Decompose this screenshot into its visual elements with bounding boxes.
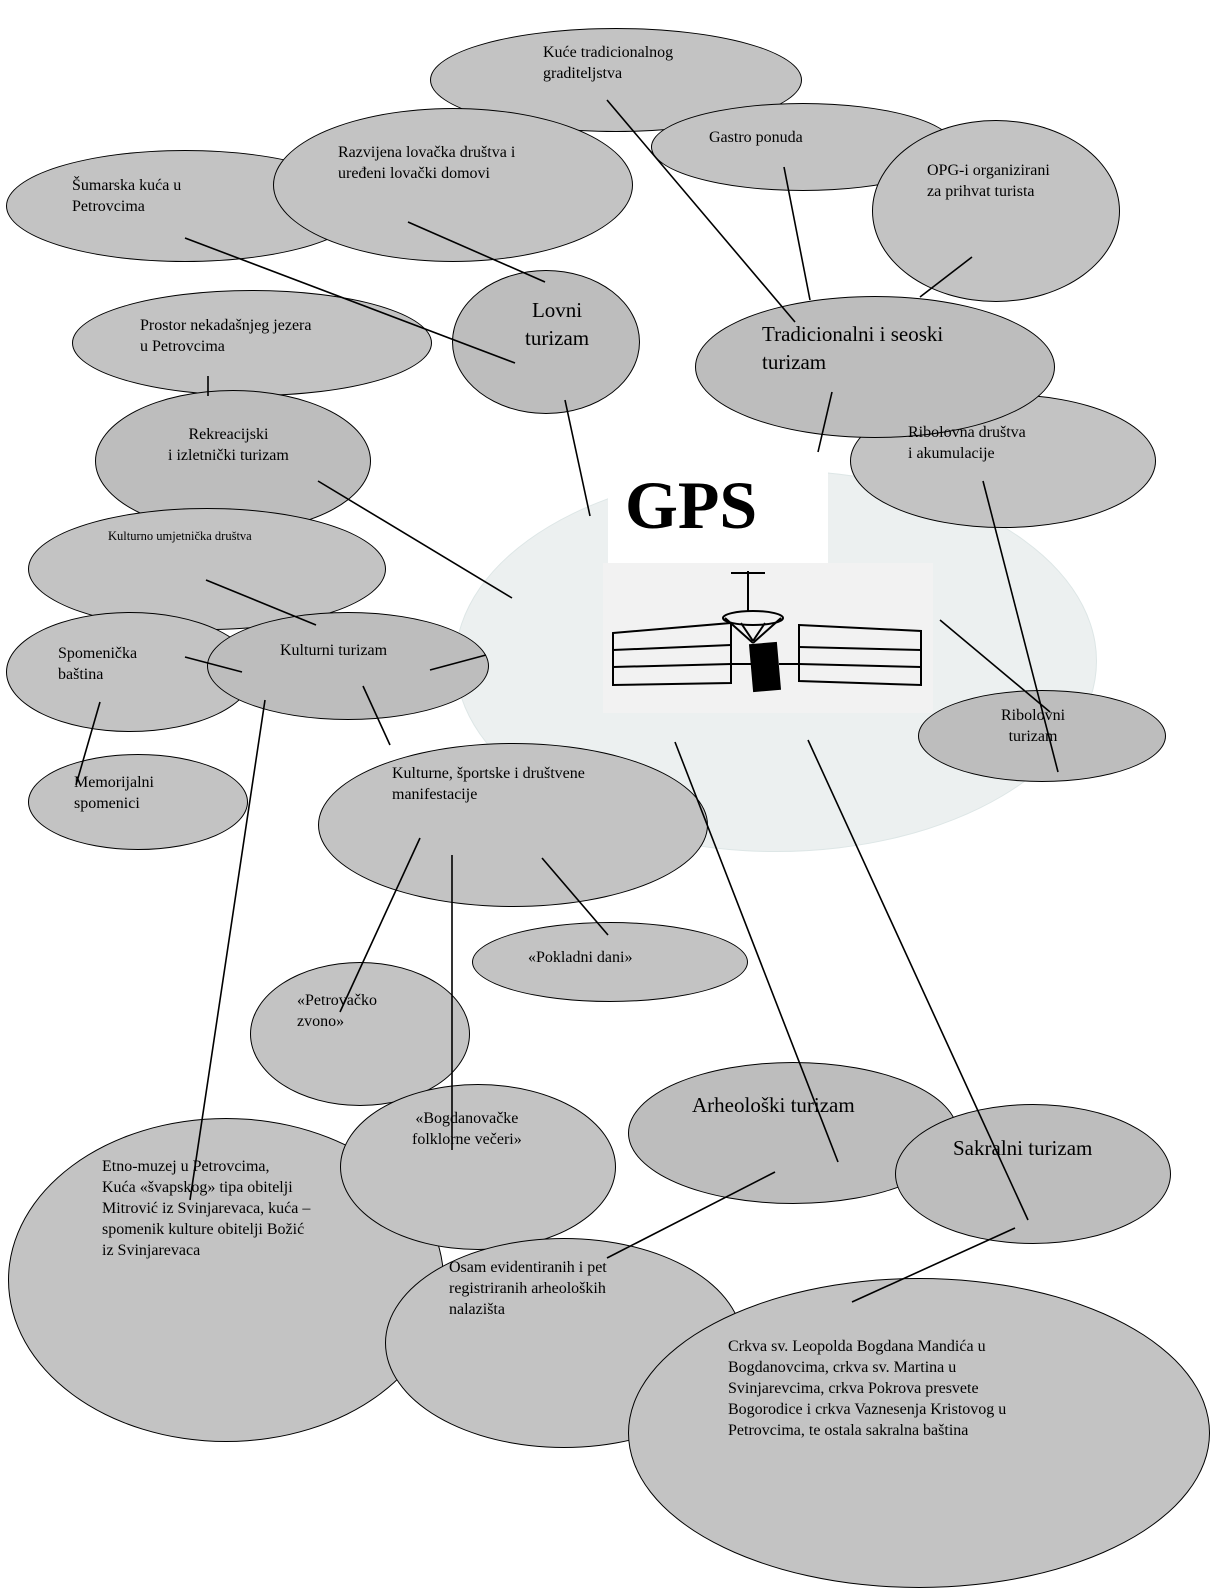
link-kulturni-etno [189,699,266,1201]
node-opg [872,120,1120,302]
label-kud: Kulturno umjetnička društva [108,529,252,543]
node-manifestacije [318,743,708,907]
link-spomenicka-memorijalni [75,701,101,786]
link-gps-sakralni [807,739,1029,1221]
label-bogdanovacke: «Bogdanovačke folklorne večeri» [412,1110,522,1148]
node-sakralni-turizam [895,1104,1171,1244]
label-sumarska-kuca: Šumarska kuća u Petrovcima [72,177,182,215]
link-kulturni-manifestacije [362,685,391,746]
label-opg: OPG-i organizirani za prihvat turista [927,162,1050,200]
link-arheoloski-nalazista [606,1171,776,1259]
link-kulturni-gps [429,654,487,671]
node-lovacka-drustva [273,108,633,262]
node-tradicionalni-turizam [695,296,1055,438]
link-tradicionalni-gps [817,391,833,453]
label-crkve: Crkva sv. Leopolda Bogdana Mandića u Bog… [728,1338,1007,1439]
link-opg-tradicionalni [919,256,973,298]
link-sakralni-crkve [851,1227,1016,1303]
label-tradicionalni-turizam: Tradicionalni i seoski turizam [762,322,944,374]
node-memorijalni [28,754,248,850]
node-crkve [628,1278,1210,1588]
gps-label-box [608,458,828,570]
link-rekreacijski-gps [317,480,513,599]
label-lovacka-drustva: Razvijena lovačka društva i uređeni lova… [338,144,516,182]
label-prostor-jezera: Prostor nekadašnjeg jezera u Petrovcima [140,317,312,355]
label-rekreacijski: Rekreacijski i izletnički turizam [168,426,289,464]
label-petrovacko-zvono: «Petrovačko zvono» [297,992,377,1030]
label-manifestacije: Kulturne, športske i društvene manifesta… [392,765,585,803]
node-pokladni [472,922,748,1002]
gps-title: GPS [625,467,758,543]
label-etno-muzej: Etno-muzej u Petrovcima, Kuća «švapskog»… [102,1158,311,1259]
link-gps-ribolovni [939,619,1051,713]
label-memorijalni: Memorijalni spomenici [74,774,154,812]
label-gastro: Gastro ponuda [709,129,803,146]
node-kud [28,508,386,630]
node-lovni-turizam [452,270,640,414]
link-lovacka-lovni [407,221,546,283]
label-ribolovni-turizam: Ribolovni turizam [1001,707,1066,745]
link-gps-arheoloski [674,741,839,1163]
link-kud-kulturni [205,579,317,626]
link-manifestacije-pokladni [541,857,609,936]
label-kulturni-turizam: Kulturni turizam [280,642,388,659]
label-sakralni-turizam: Sakralni turizam [953,1136,1093,1160]
label-arheoloski-turizam: Arheološki turizam [692,1093,855,1117]
satellite-icon [612,571,922,693]
label-spomenicka-bastina: Spomenička baština [58,645,138,683]
satellite-image [603,563,933,713]
label-lovni-turizam: Lovni turizam [525,298,590,350]
label-pokladni: «Pokladni dani» [528,949,633,966]
link-lovni-gps [564,399,591,517]
node-prostor-jezera [72,290,432,396]
node-petrovacko-zvono [250,962,470,1106]
label-kuce-tradicionalnog: Kuće tradicionalnog graditeljstva [543,44,674,82]
link-gastro-tradicionalni [783,166,811,301]
node-bogdanovacke [340,1084,616,1250]
label-ribolovna-drustva: Ribolovna društva i akumulacije [908,424,1026,462]
link-kuce-tradicionalni [606,99,796,323]
link-ribolovna-ribolovni [982,480,1059,773]
label-nalazista: Osam evidentiranih i pet registriranih a… [449,1259,607,1318]
link-manifestacije-zvono [339,837,421,1013]
link-spomenicka-kulturni [184,656,243,673]
link-sumarska-lovni [184,237,516,364]
